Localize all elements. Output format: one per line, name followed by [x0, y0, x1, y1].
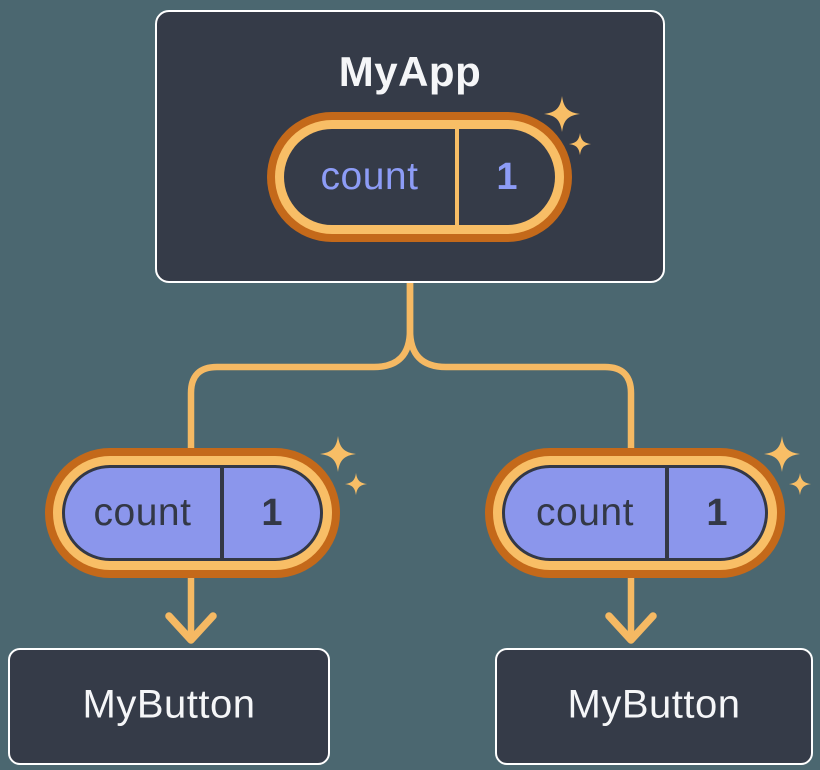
- state-pill-left: count 1: [45, 448, 340, 578]
- state-key-label: count: [536, 491, 634, 534]
- state-pill-right: count 1: [485, 448, 785, 578]
- connector-root-to-right: [406, 278, 635, 459]
- node-mybutton-right: MyButton: [495, 648, 813, 765]
- arrow-down-icon: [605, 612, 657, 644]
- state-key-label: count: [320, 155, 419, 198]
- arrow-down-icon: [165, 612, 217, 644]
- state-value: 1: [496, 155, 518, 198]
- state-value: 1: [261, 491, 283, 534]
- connector-root-to-left: [187, 278, 414, 459]
- node-title: MyApp: [338, 48, 482, 95]
- sparkle-icon: [320, 436, 368, 496]
- state-pill-root: count 1: [267, 112, 572, 242]
- node-title: MyButton: [567, 682, 741, 727]
- sparkle-icon: [544, 96, 592, 156]
- state-key-label: count: [93, 491, 192, 534]
- node-title: MyButton: [82, 682, 256, 727]
- state-divider: [665, 468, 669, 558]
- node-mybutton-left: MyButton: [8, 648, 330, 765]
- state-divider: [220, 468, 224, 558]
- sparkle-icon: [764, 436, 812, 496]
- state-divider: [455, 129, 459, 225]
- state-value: 1: [706, 491, 728, 534]
